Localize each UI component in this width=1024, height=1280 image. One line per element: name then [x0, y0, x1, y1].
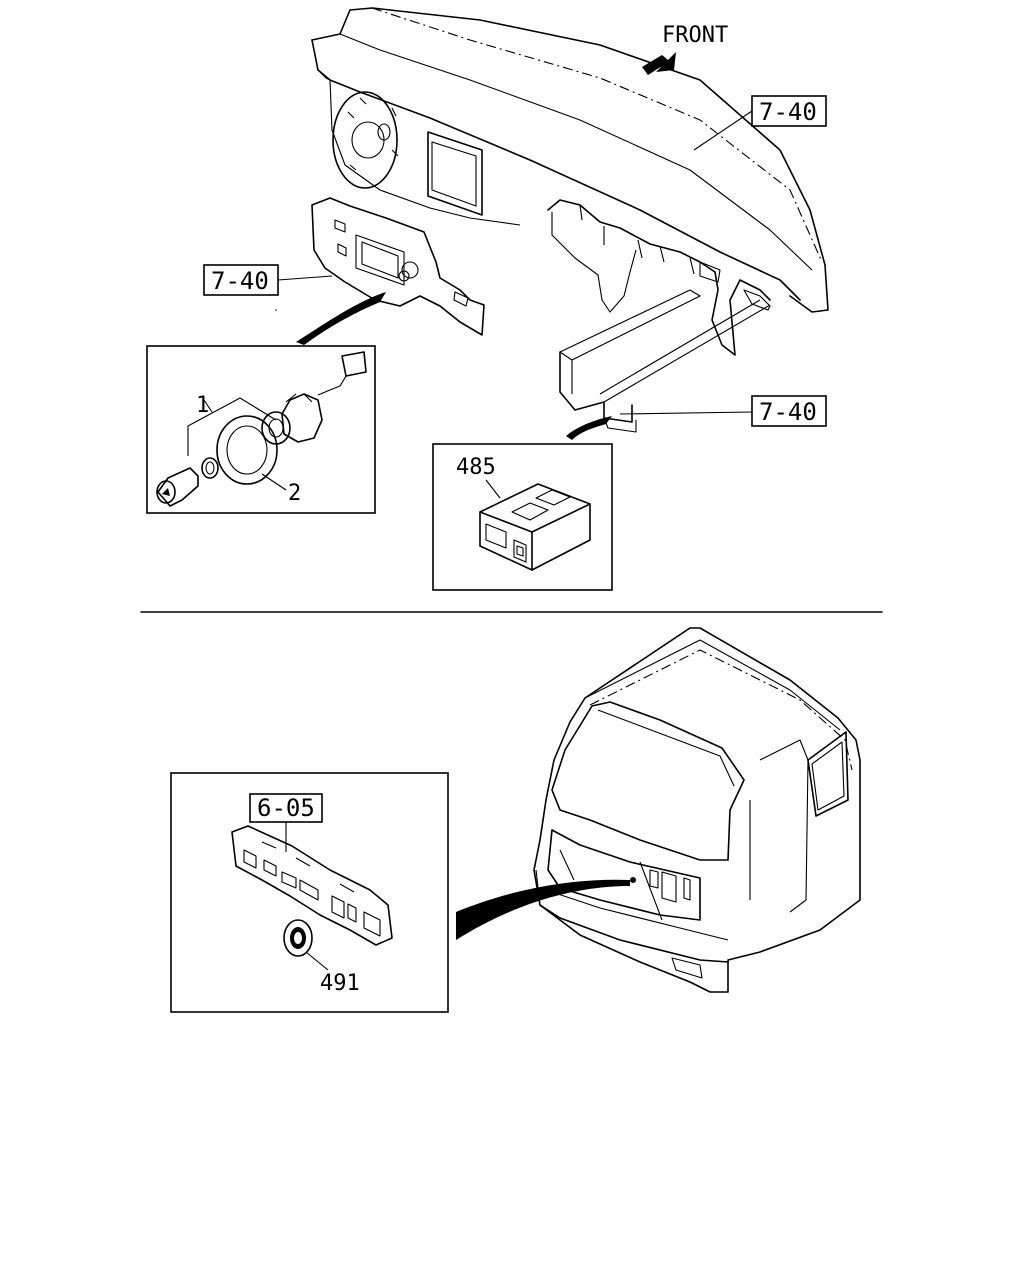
ref-dash-top: 7-40 — [759, 98, 817, 126]
grille-detail-box: 6-05 491 — [170, 772, 449, 1013]
reference-callouts: 7-40 7-40 7-40 — [203, 95, 827, 427]
leader-arrow-bracket — [566, 416, 612, 440]
ref-dash-bracket: 7-40 — [759, 398, 817, 426]
part-number-socket: 1 — [196, 393, 209, 418]
part-number-switch: 485 — [456, 455, 496, 480]
socket-detail-box: 1 2 — [146, 309, 376, 514]
ref-dash-left: 7-40 — [211, 267, 269, 295]
part-number-grommet: 491 — [320, 971, 360, 996]
leader-arrow-left — [296, 292, 386, 345]
truck-cab-drawing — [533, 627, 861, 993]
switch-detail-box: 485 — [432, 443, 613, 591]
leader-arrow-cab — [456, 879, 630, 940]
instrument-panel-drawing — [311, 7, 829, 433]
front-label: FRONT — [662, 23, 728, 48]
part-number-bezel-ring: 2 — [288, 481, 301, 506]
ref-grille-panel: 6-05 — [257, 794, 315, 822]
front-arrow-icon — [642, 52, 676, 75]
front-direction-indicator: FRONT — [642, 23, 728, 75]
